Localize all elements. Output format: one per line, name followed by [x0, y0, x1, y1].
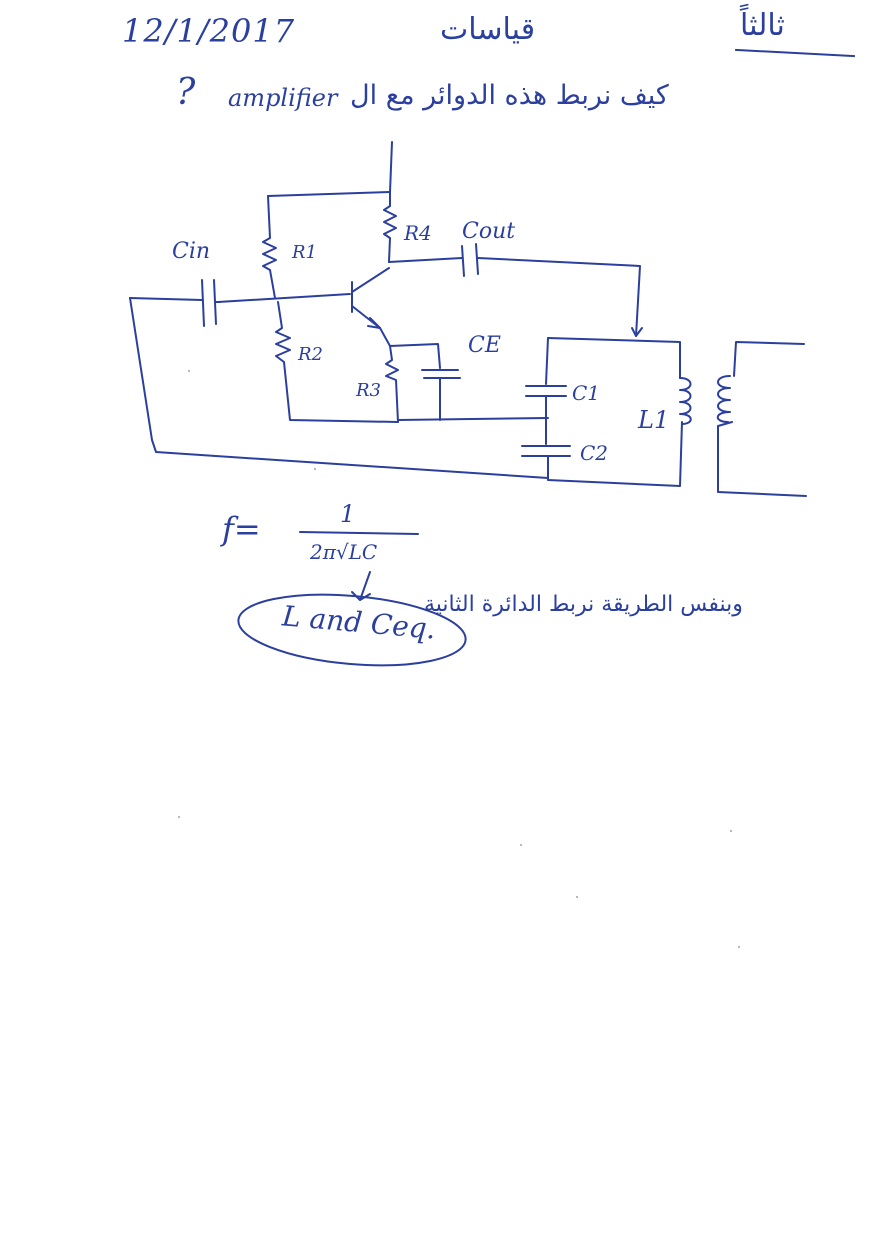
- cin-left-wire: [129, 297, 203, 301]
- question-english: amplifier: [228, 84, 338, 112]
- subject-title: قياسات: [440, 12, 536, 47]
- scan-speck: [188, 370, 190, 372]
- r1-resistor: [262, 195, 277, 299]
- scan-speck: [738, 946, 740, 948]
- l1-coil: [679, 377, 692, 425]
- formula-arrow: [359, 571, 371, 601]
- base-wire: [217, 293, 351, 303]
- secondary-top: [733, 341, 805, 377]
- cout-left-wire: [388, 257, 463, 263]
- formula-arrowhead: [351, 591, 371, 601]
- note-circle: [237, 593, 467, 667]
- scan-speck: [730, 830, 732, 832]
- secondary-coil: [716, 375, 731, 423]
- l1-label: L1: [637, 406, 669, 434]
- r4-label: R4: [403, 221, 432, 245]
- scan-speck: [576, 896, 578, 898]
- scan-speck: [314, 468, 316, 470]
- formula-lhs: f=: [222, 510, 261, 548]
- ce-label: CE: [468, 333, 501, 358]
- formula-numerator: 1: [340, 500, 356, 528]
- secondary-bottom: [717, 421, 807, 497]
- r3-resistor: [385, 345, 399, 423]
- r4-resistor: [383, 191, 397, 263]
- c1-label: C1: [572, 381, 600, 405]
- supply-wire: [389, 141, 393, 193]
- cout-arrow: [631, 327, 643, 337]
- question-arabic: كيف نربط هذه الدوائر مع ال: [350, 80, 669, 111]
- cout-plate-right: [475, 243, 479, 275]
- fraction-bar: [299, 531, 419, 535]
- scan-speck: [178, 816, 180, 818]
- tank-bottom: [547, 421, 683, 487]
- cout-plate-left: [461, 245, 465, 277]
- formula-denominator: 2π√LC: [310, 540, 378, 564]
- cout-right-wire: [477, 257, 641, 337]
- c2-label: C2: [580, 441, 608, 465]
- ground-rail: [397, 417, 549, 421]
- section-number: ثالثاً: [740, 8, 785, 43]
- cin-label: Cin: [172, 239, 210, 264]
- cin-plate-left: [201, 279, 205, 327]
- scan-speck: [520, 844, 522, 846]
- transistor-collector: [351, 267, 390, 293]
- input-loop-wire: [129, 297, 549, 479]
- date: 12/1/2017: [122, 12, 296, 50]
- r1-label: R1: [291, 242, 317, 263]
- arabic-note: وبنفس الطريقة نربط الدائرة الثانية: [424, 592, 743, 617]
- r2-resistor: [275, 301, 399, 423]
- emitter-node: [379, 327, 441, 369]
- question-mark: ?: [176, 72, 196, 113]
- r2-label: R2: [297, 344, 323, 365]
- top-rail: [267, 191, 391, 197]
- tank-top: [547, 337, 681, 379]
- r3-label: R3: [355, 380, 381, 401]
- cout-label: Cout: [462, 219, 515, 244]
- tank-left-top: [545, 337, 549, 385]
